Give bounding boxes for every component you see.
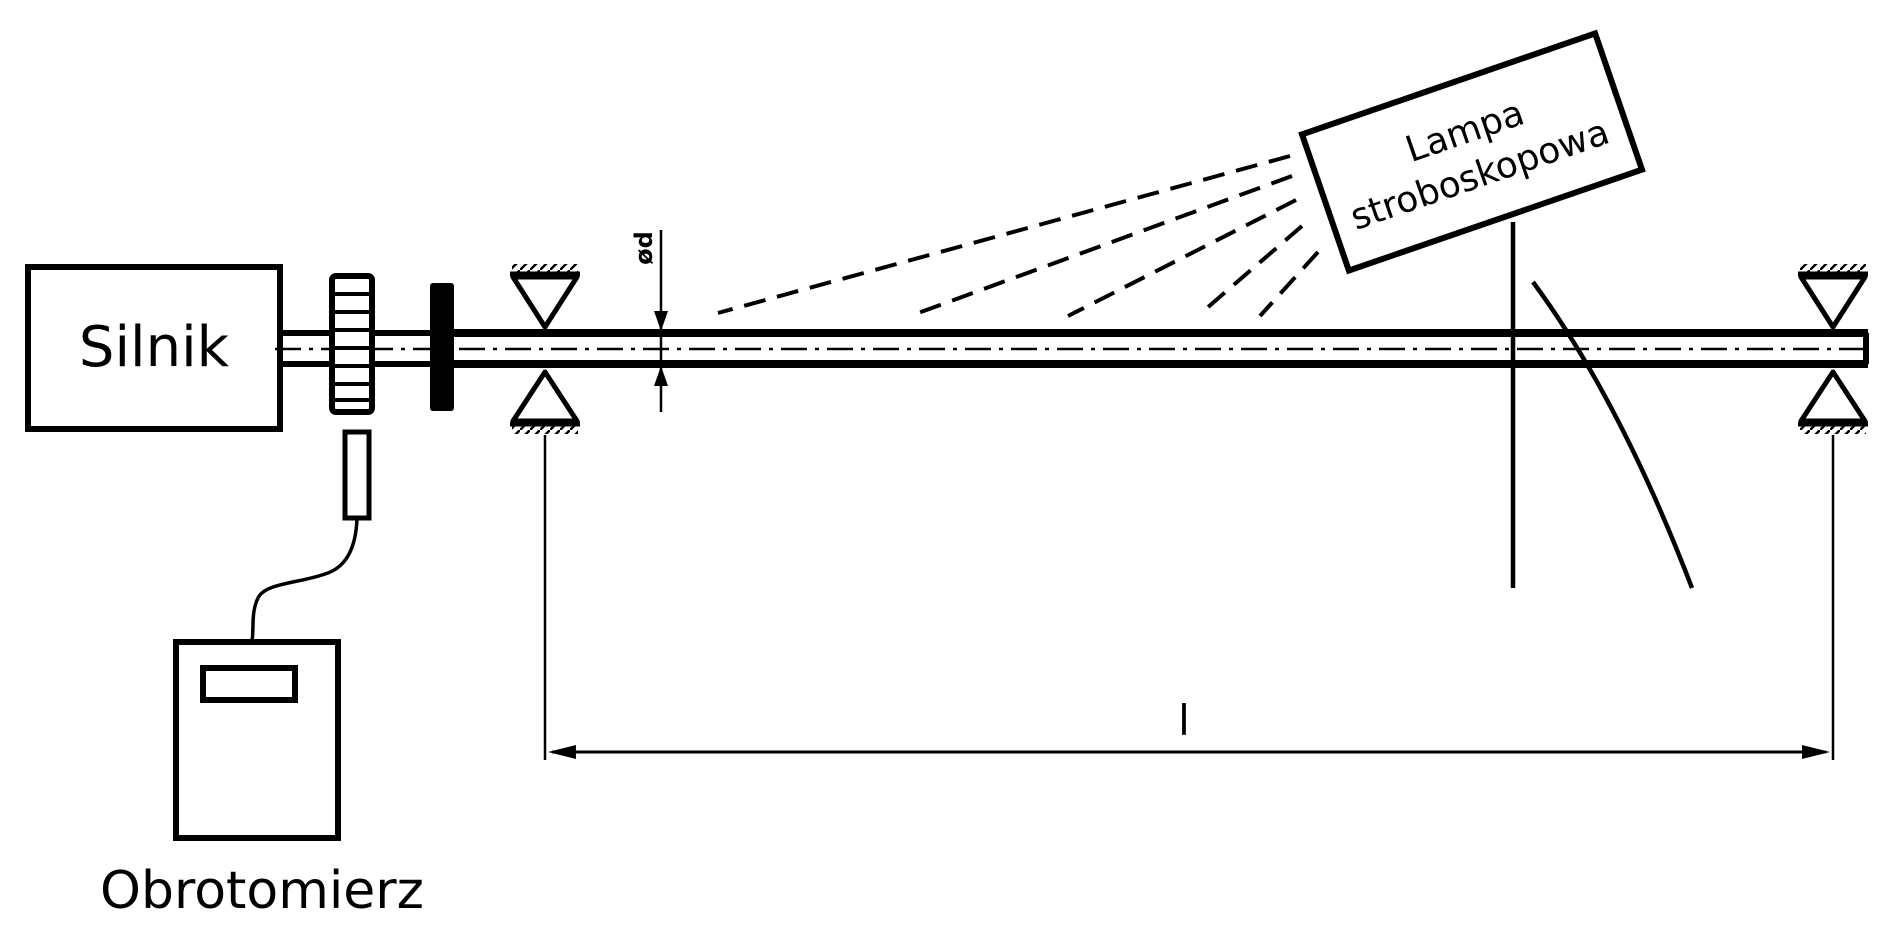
tachometer-display: [200, 665, 298, 703]
tachometer-label: Obrotomierz: [100, 861, 424, 921]
sensor-cable: [250, 517, 359, 643]
lamp-box: [1298, 29, 1646, 275]
tachometer: Obrotomierz: [100, 639, 424, 921]
motor-label: Silnik: [79, 315, 230, 380]
shaft: [275, 329, 1870, 368]
gear-wheel: [329, 273, 375, 415]
length-label: l: [1178, 696, 1190, 745]
diameter-label: ød: [630, 231, 658, 265]
lamp-stand: [1510, 222, 1695, 589]
left-support: [510, 264, 580, 434]
length-dimension: l: [543, 435, 1835, 760]
right-support: [1798, 264, 1868, 434]
coupling-disc: [430, 283, 454, 411]
light-beams: [717, 154, 1320, 318]
stroboscopic-lamp: Lampa stroboskopowa: [1298, 29, 1646, 275]
tachometer-body: [173, 639, 341, 841]
diameter-dimension: ød: [630, 230, 668, 412]
motor: Silnik: [25, 264, 283, 432]
speed-sensor: [250, 429, 372, 643]
sensor-probe: [342, 429, 372, 521]
